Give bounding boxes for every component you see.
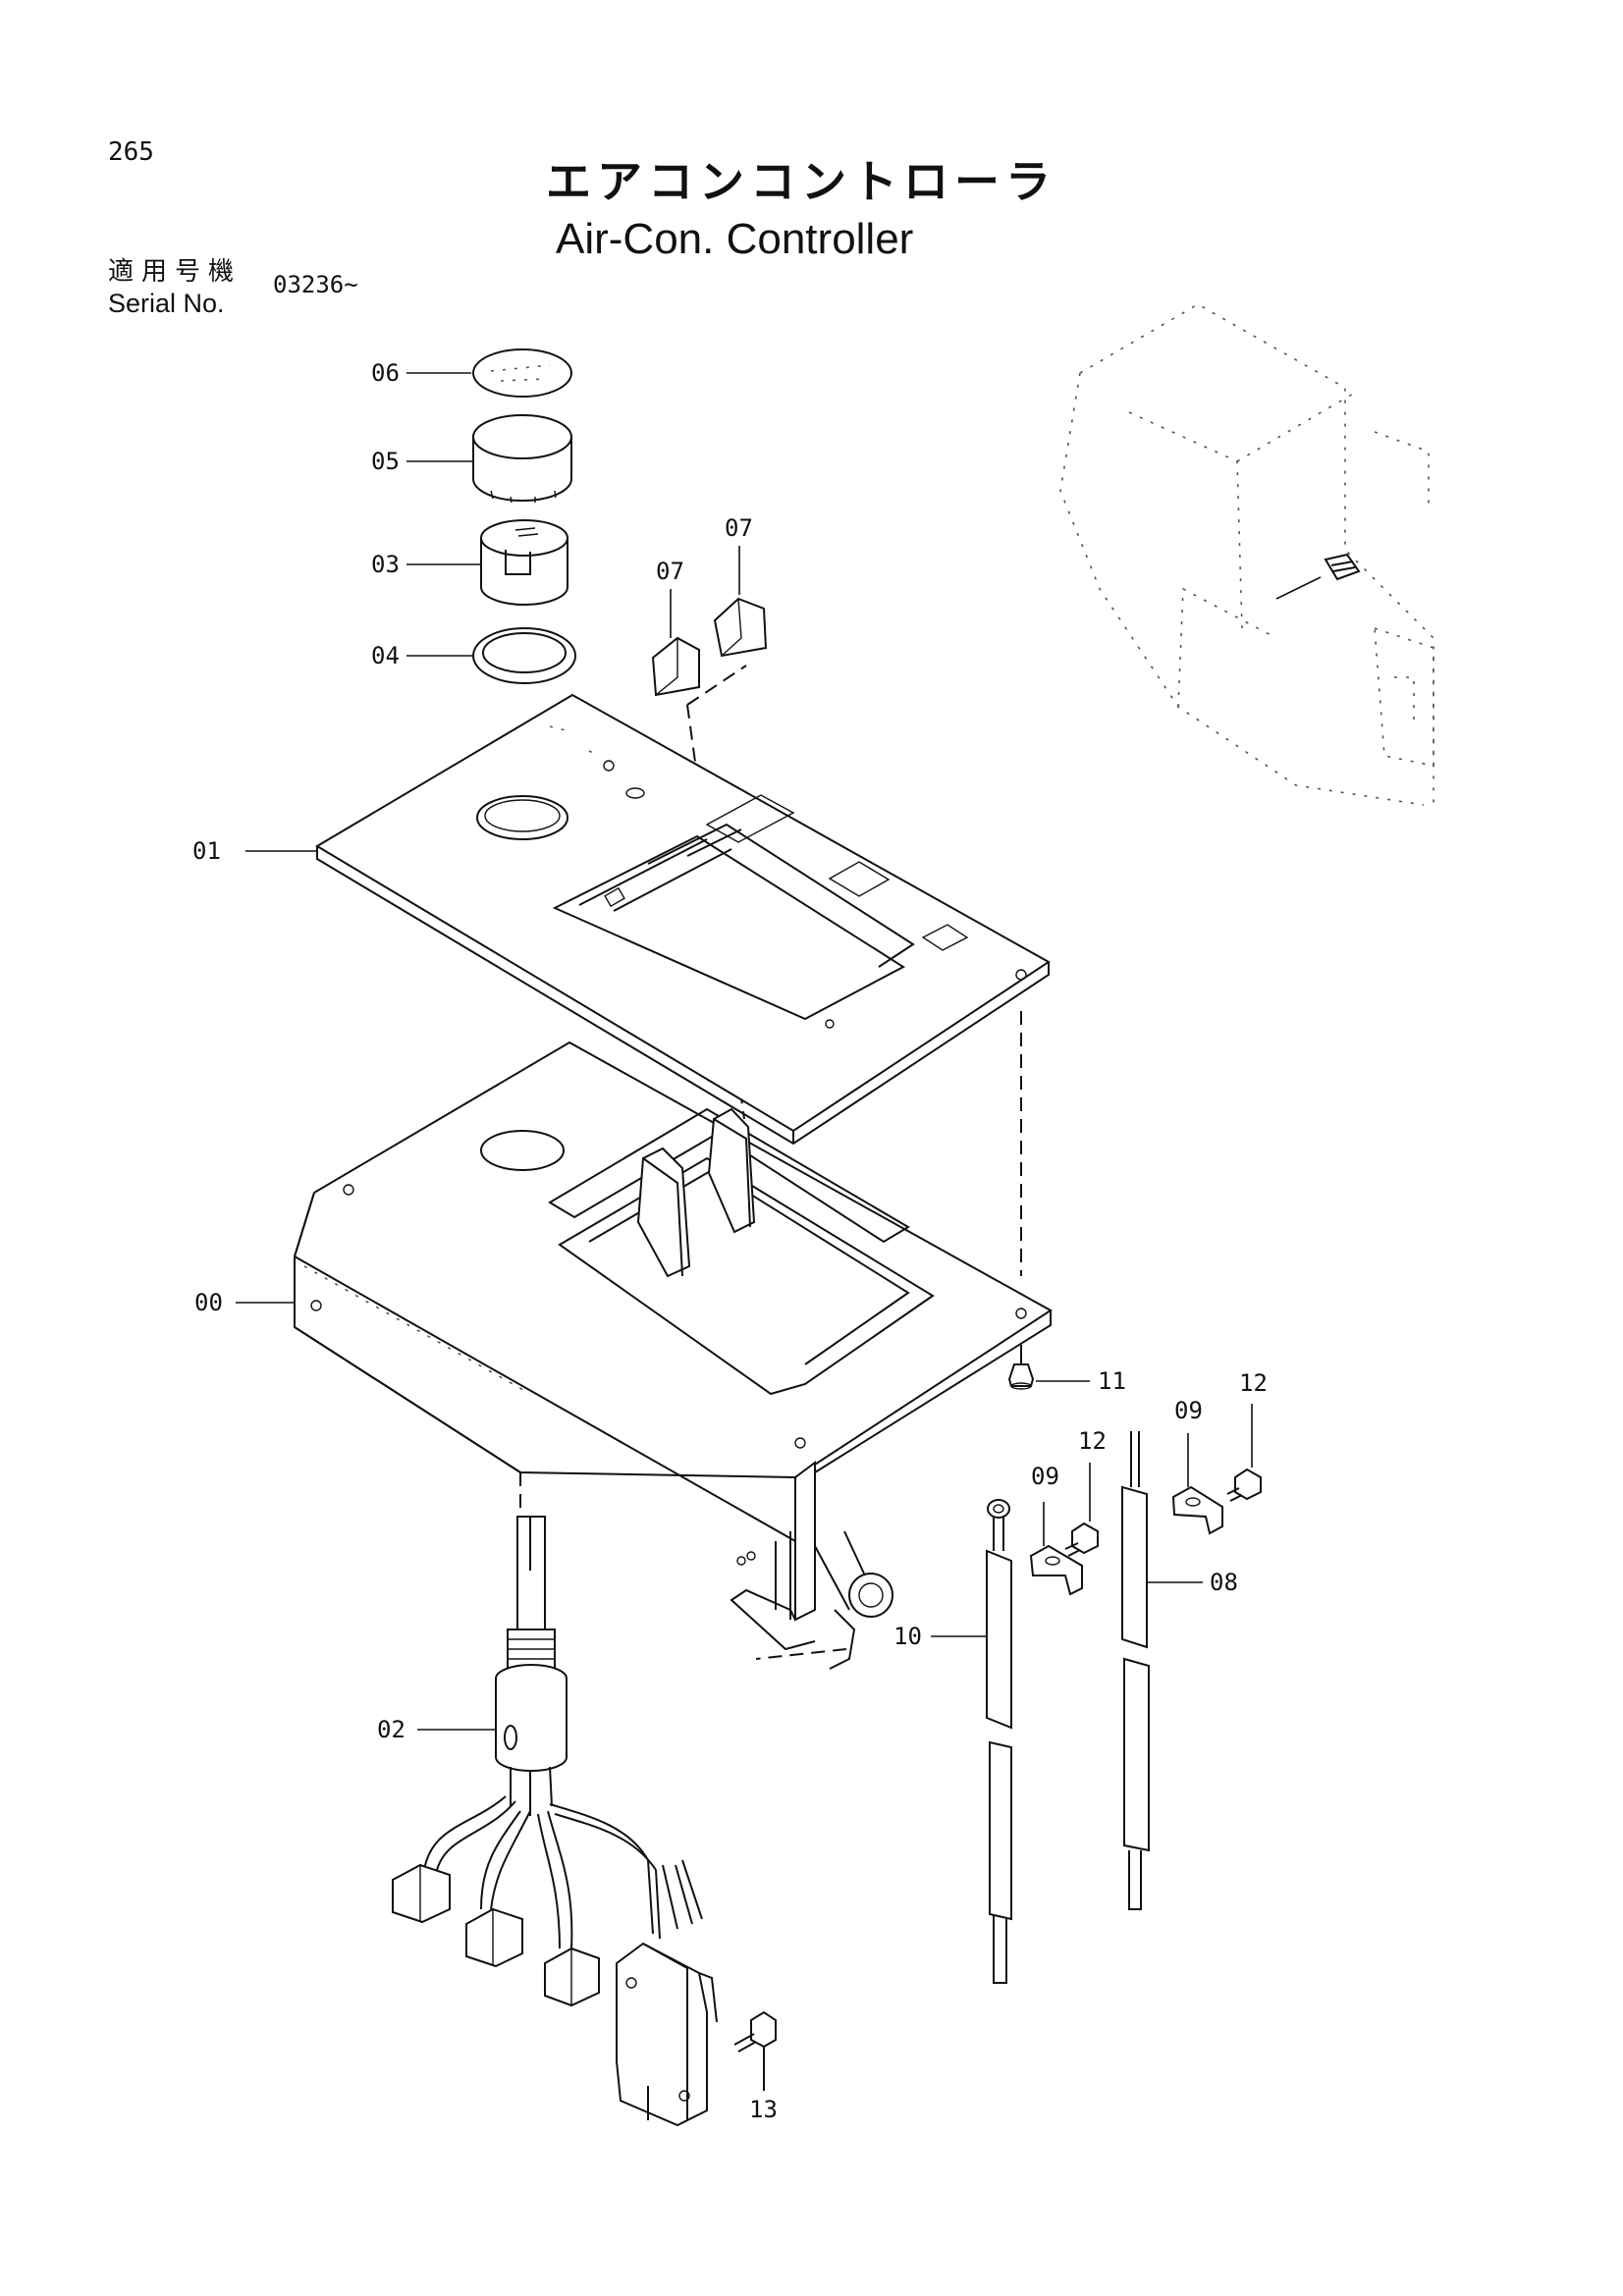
callout-02: 02 — [377, 1716, 406, 1743]
callout-03: 03 — [371, 551, 400, 578]
callout-05: 05 — [371, 448, 400, 475]
callout-12-right: 12 — [1239, 1369, 1268, 1397]
callout-00: 00 — [194, 1289, 223, 1316]
callout-09-left: 09 — [1031, 1463, 1059, 1490]
part-05-knob — [472, 414, 572, 504]
page-number: 265 — [108, 137, 154, 167]
part-12-screw-left — [1064, 1522, 1099, 1557]
serial-value: 03236~ — [273, 271, 358, 298]
part-04-ring — [472, 627, 576, 684]
serial-label-english: Serial No. — [108, 289, 225, 318]
part-09-clamp-right — [1171, 1485, 1223, 1535]
callout-13: 13 — [749, 2096, 778, 2123]
machine-location-thumbnail — [1059, 303, 1434, 806]
part-07-lever-knob-left — [651, 636, 700, 697]
callout-12-left: 12 — [1078, 1427, 1107, 1455]
callout-07-right: 07 — [725, 514, 753, 542]
callout-08: 08 — [1210, 1569, 1238, 1596]
callout-09-right: 09 — [1174, 1397, 1203, 1424]
part-07-lever-knob-right — [713, 597, 768, 658]
part-01-cover-plate — [315, 693, 1051, 1146]
part-02-rotary-switch — [392, 1516, 657, 2007]
callout-04: 04 — [371, 642, 400, 669]
part-06-cap — [472, 348, 572, 398]
callout-11: 11 — [1098, 1367, 1126, 1395]
part-12-screw-right — [1226, 1468, 1262, 1502]
callout-07-left: 07 — [656, 558, 684, 585]
serial-label-japanese: 適用号機 — [108, 257, 243, 287]
micro-switch-assembly — [616, 1859, 718, 2127]
part-08-rod — [1121, 1431, 1150, 1910]
part-10-rod — [986, 1499, 1012, 1984]
part-09-clamp-left — [1029, 1544, 1083, 1596]
part-11-screw — [1007, 1345, 1035, 1390]
title-english: Air-Con. Controller — [556, 215, 914, 263]
callout-06: 06 — [371, 359, 400, 387]
title-japanese: エアコンコントローラ — [546, 155, 1056, 208]
part-00-controller-base — [294, 1041, 1053, 1670]
callout-01: 01 — [192, 837, 221, 865]
part-03-sleeve — [480, 519, 568, 606]
callout-10: 10 — [893, 1623, 922, 1650]
part-13-screw — [733, 2010, 777, 2091]
